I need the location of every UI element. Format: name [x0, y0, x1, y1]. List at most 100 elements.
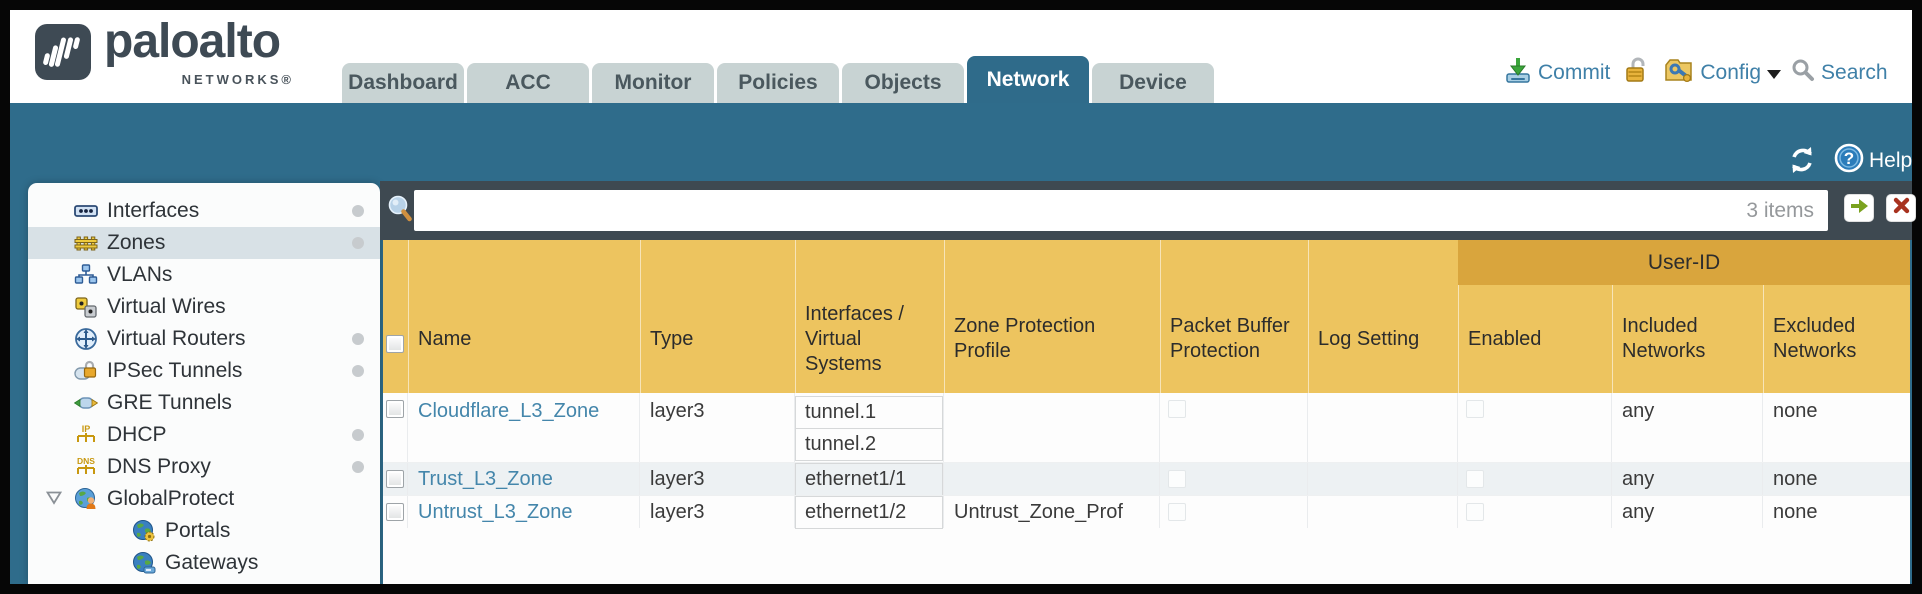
- row-checkbox[interactable]: [386, 470, 404, 488]
- column-header-interfaces[interactable]: Interfaces / Virtual Systems: [805, 302, 904, 375]
- top-header: paloalto NETWORKS® Dashboard ACC Monitor…: [10, 10, 1912, 103]
- zone-name-link[interactable]: Cloudflare_L3_Zone: [418, 400, 600, 422]
- help-button[interactable]: ? Help: [1834, 143, 1912, 178]
- virtual-routers-icon: [74, 327, 98, 351]
- row-checkbox[interactable]: [386, 503, 404, 521]
- zone-name-link[interactable]: Trust_L3_Zone: [418, 468, 553, 490]
- tab-device[interactable]: Device: [1092, 63, 1214, 103]
- tab-objects[interactable]: Objects: [842, 63, 964, 103]
- ipsec-tunnels-icon: [74, 359, 98, 383]
- row-checkbox[interactable]: [386, 400, 404, 418]
- search-magnifier-icon[interactable]: [1791, 58, 1815, 87]
- gateways-globe-icon: [132, 551, 156, 575]
- filter-bar: 3 items: [380, 181, 1916, 240]
- config-folder-wrench-icon[interactable]: [1664, 56, 1694, 89]
- sidebar-item-label: GRE Tunnels: [107, 391, 232, 414]
- sidebar-item-globalprotect[interactable]: GlobalProtect: [28, 483, 380, 515]
- sidebar-item-label: DNS Proxy: [107, 455, 211, 478]
- column-header-enabled[interactable]: Enabled: [1468, 327, 1542, 350]
- tab-dashboard[interactable]: Dashboard: [342, 63, 464, 103]
- sidebar-item-label: Virtual Routers: [107, 327, 246, 350]
- brand-sub: NETWORKS®: [181, 72, 294, 87]
- log-setting: [1308, 393, 1457, 400]
- unlocked-padlock-icon[interactable]: [1624, 56, 1650, 89]
- tab-acc[interactable]: ACC: [467, 63, 589, 103]
- table-row: Trust_L3_Zone layer3 ethernet1/1 any non…: [383, 462, 1910, 496]
- user-id-enabled-checkbox[interactable]: [1466, 400, 1484, 418]
- tab-monitor[interactable]: Monitor: [592, 63, 714, 103]
- clear-filter-button[interactable]: [1886, 194, 1916, 222]
- sidebar-item-interfaces[interactable]: Interfaces: [28, 195, 380, 227]
- zone-type: layer3: [650, 501, 705, 523]
- sidebar-dot: [352, 429, 364, 441]
- tab-network[interactable]: Network: [967, 56, 1089, 103]
- user-id-enabled-checkbox[interactable]: [1466, 503, 1484, 521]
- svg-text:?: ?: [1844, 149, 1854, 168]
- help-label: Help: [1869, 148, 1913, 172]
- zone-protection-profile: Untrust_Zone_Prof: [954, 501, 1123, 523]
- sidebar-item-label: DHCP: [107, 423, 167, 446]
- svg-text:IP: IP: [82, 424, 91, 434]
- column-header-type[interactable]: Type: [650, 327, 694, 350]
- sidebar-item-label: Virtual Wires: [107, 295, 226, 318]
- config-button[interactable]: Config: [1700, 60, 1762, 84]
- sidebar-item-portals[interactable]: Portals: [28, 515, 380, 547]
- zones-fence-icon: [74, 231, 98, 255]
- sidebar-dot: [352, 333, 364, 345]
- interfaces-icon: [74, 199, 98, 223]
- virtual-wires-icon: [74, 295, 98, 319]
- sidebar-item-dns-proxy[interactable]: DNS DNS Proxy: [28, 451, 380, 483]
- column-header-name[interactable]: Name: [418, 327, 472, 350]
- apply-filter-arrow-icon: [1849, 198, 1869, 219]
- sidebar-item-gateways[interactable]: Gateways: [28, 547, 380, 579]
- svg-text:DNS: DNS: [77, 456, 95, 466]
- zone-name-link[interactable]: Untrust_L3_Zone: [418, 501, 573, 523]
- filter-magnifier-icon: [387, 194, 413, 229]
- clear-filter-x-icon: [1893, 197, 1910, 219]
- excluded-networks: none: [1773, 400, 1818, 422]
- table-row: Untrust_L3_Zone layer3 ethernet1/2 Untru…: [383, 495, 1910, 529]
- dns-proxy-icon: DNS: [74, 455, 98, 479]
- sidebar-item-label: GlobalProtect: [107, 487, 235, 510]
- included-networks: any: [1622, 468, 1655, 490]
- sidebar-item-label: Gateways: [165, 551, 259, 574]
- refresh-icon[interactable]: [1787, 145, 1817, 180]
- sidebar-item-zones[interactable]: Zones: [28, 227, 380, 259]
- packet-buffer-protection-checkbox[interactable]: [1168, 470, 1186, 488]
- expand-triangle-icon[interactable]: [45, 491, 63, 510]
- caret-down-icon[interactable]: [1767, 70, 1782, 79]
- interface-entry: ethernet1/2: [795, 496, 943, 529]
- filter-input[interactable]: [414, 190, 1747, 231]
- app-content: paloalto NETWORKS® Dashboard ACC Monitor…: [10, 10, 1916, 584]
- table-row: Cloudflare_L3_Zone layer3 tunnel.1 tunne…: [383, 393, 1910, 462]
- commit-download-icon[interactable]: [1504, 56, 1532, 89]
- page-background: ? Help Interfaces Zo: [10, 103, 1916, 584]
- commit-button[interactable]: Commit: [1538, 60, 1611, 84]
- zones-table: User-ID Name Type Interfaces / Virtual S…: [383, 240, 1910, 584]
- packet-buffer-protection-checkbox[interactable]: [1168, 503, 1186, 521]
- sidebar-item-virtual-wires[interactable]: Virtual Wires: [28, 291, 380, 323]
- column-header-zone-protection-profile[interactable]: Zone Protection Profile: [954, 315, 1096, 362]
- apply-filter-button[interactable]: [1844, 194, 1874, 222]
- search-button[interactable]: Search: [1821, 60, 1888, 84]
- select-all-checkbox[interactable]: [386, 335, 404, 353]
- sidebar-item-virtual-routers[interactable]: Virtual Routers: [28, 323, 380, 355]
- packet-buffer-protection-checkbox[interactable]: [1168, 400, 1186, 418]
- sidebar-item-vlans[interactable]: VLANs: [28, 259, 380, 291]
- column-header-log-setting[interactable]: Log Setting: [1318, 327, 1420, 350]
- column-header-packet-buffer-protection[interactable]: Packet Buffer Protection: [1170, 315, 1290, 362]
- paloalto-waveform-icon: [34, 23, 92, 86]
- vlans-icon: [74, 263, 98, 287]
- portals-globe-gear-icon: [132, 519, 156, 543]
- sidebar-item-gre-tunnels[interactable]: GRE Tunnels: [28, 387, 380, 419]
- included-networks: any: [1622, 501, 1655, 523]
- main-nav-tabs: Dashboard ACC Monitor Policies Objects N…: [342, 56, 1214, 103]
- column-header-included-networks[interactable]: Included Networks: [1622, 315, 1706, 362]
- column-header-excluded-networks[interactable]: Excluded Networks: [1773, 315, 1857, 362]
- user-id-enabled-checkbox[interactable]: [1466, 470, 1484, 488]
- zone-type: layer3: [650, 400, 705, 422]
- tab-policies[interactable]: Policies: [717, 63, 839, 103]
- sidebar-item-dhcp[interactable]: IP DHCP: [28, 419, 380, 451]
- sidebar-item-ipsec-tunnels[interactable]: IPSec Tunnels: [28, 355, 380, 387]
- sidebar-dot: [352, 237, 364, 249]
